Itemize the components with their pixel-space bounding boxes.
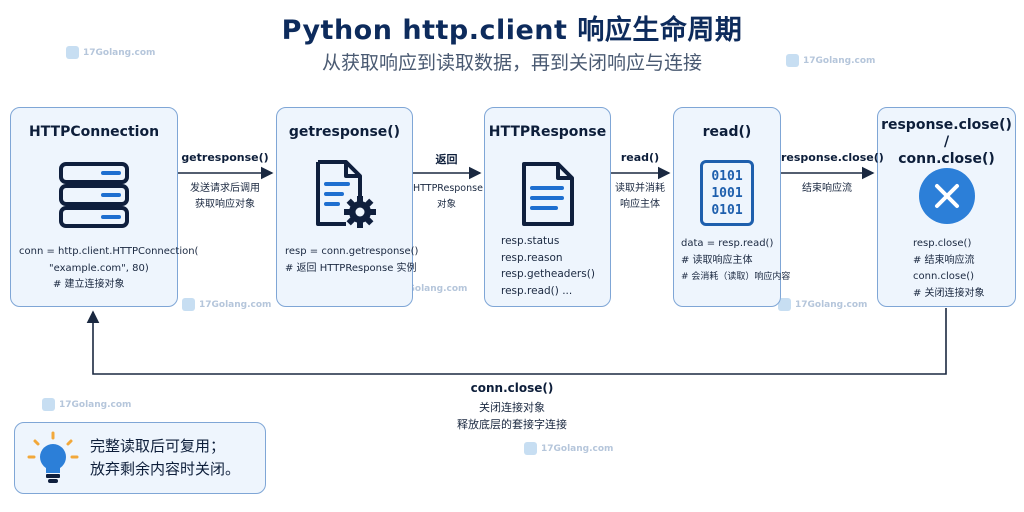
- tip-text: 完整读取后可复用； 放弃剩余内容时关闭。: [90, 437, 241, 478]
- binary-icon: 0101 1001 0101: [700, 160, 754, 226]
- watermark-logo-icon: [42, 398, 55, 411]
- loop-label: conn.close(): [470, 381, 554, 395]
- stage-title: HTTPConnection: [28, 124, 160, 140]
- close-circle-icon: [918, 168, 975, 224]
- stage-title: response.close() / conn.close(): [881, 117, 1012, 167]
- page-subtitle: 从获取响应到读取数据，再到关闭响应与连接: [321, 52, 702, 74]
- stage-code: resp.close() # 结束响应流 conn.close() # 关闭连接…: [913, 238, 985, 299]
- document-icon: [521, 162, 574, 226]
- edge-label: getresponse(): [181, 151, 269, 164]
- watermark: 17Golang.com: [524, 442, 613, 455]
- stage-code: conn = http.client.HTTPConnection( "exam…: [19, 246, 199, 290]
- page-title: Python http.client 响应生命周期: [281, 15, 743, 46]
- stage-read: read() 0101 1001 0101 data = resp.read()…: [673, 107, 791, 307]
- watermark: 17Golang.com: [42, 398, 131, 411]
- stage-http-response: HTTPResponse resp.status resp.reason res…: [484, 107, 611, 307]
- edge-label: 返回: [435, 153, 458, 166]
- server-icon: [59, 162, 129, 228]
- stage-code: resp = conn.getresponse() # 返回 HTTPRespo…: [285, 246, 419, 274]
- stage-close: response.close() / conn.close() resp.clo…: [877, 107, 1016, 307]
- watermark-logo-icon: [182, 298, 195, 311]
- watermark: 17Golang.com: [786, 54, 875, 67]
- arrow-loop-back: [86, 308, 947, 375]
- stage-title: read(): [702, 124, 752, 140]
- stage-http-connection: HTTPConnection conn = http.client.HTTPCo…: [10, 107, 199, 307]
- document-gear-icon: [315, 160, 376, 228]
- watermark-logo-icon: [778, 298, 791, 311]
- loop-desc: 关闭连接对象 释放底层的套接字连接: [457, 401, 567, 431]
- edge-desc: HTTPResponse 对象: [413, 183, 483, 210]
- stage-code: resp.status resp.reason resp.getheaders(…: [501, 235, 595, 297]
- stage-title: HTTPResponse: [488, 124, 607, 140]
- stage-getresponse: getresponse() resp = conn.getresponse() …: [276, 107, 419, 307]
- edge-desc: 发送请求后调用 获取响应对象: [190, 183, 260, 210]
- edge-label: read(): [620, 151, 660, 164]
- watermark: 17Golang.com: [778, 298, 867, 311]
- lightbulb-icon: [27, 431, 79, 483]
- watermark: 17Golang.com: [182, 298, 271, 311]
- tip-callout: 完整读取后可复用； 放弃剩余内容时关闭。: [14, 422, 266, 494]
- stage-title: getresponse(): [288, 124, 401, 140]
- edge-label: response.close(): [781, 151, 884, 164]
- watermark-logo-icon: [66, 46, 79, 59]
- edge-desc: 结束响应流: [802, 183, 852, 194]
- edge-desc: 读取并消耗 响应主体: [615, 183, 665, 210]
- watermark-logo-icon: [524, 442, 537, 455]
- stage-code: data = resp.read() # 读取响应主体 # 会消耗（读取）响应内…: [681, 238, 791, 282]
- watermark-logo-icon: [786, 54, 799, 67]
- watermark: 17Golang.com: [66, 46, 155, 59]
